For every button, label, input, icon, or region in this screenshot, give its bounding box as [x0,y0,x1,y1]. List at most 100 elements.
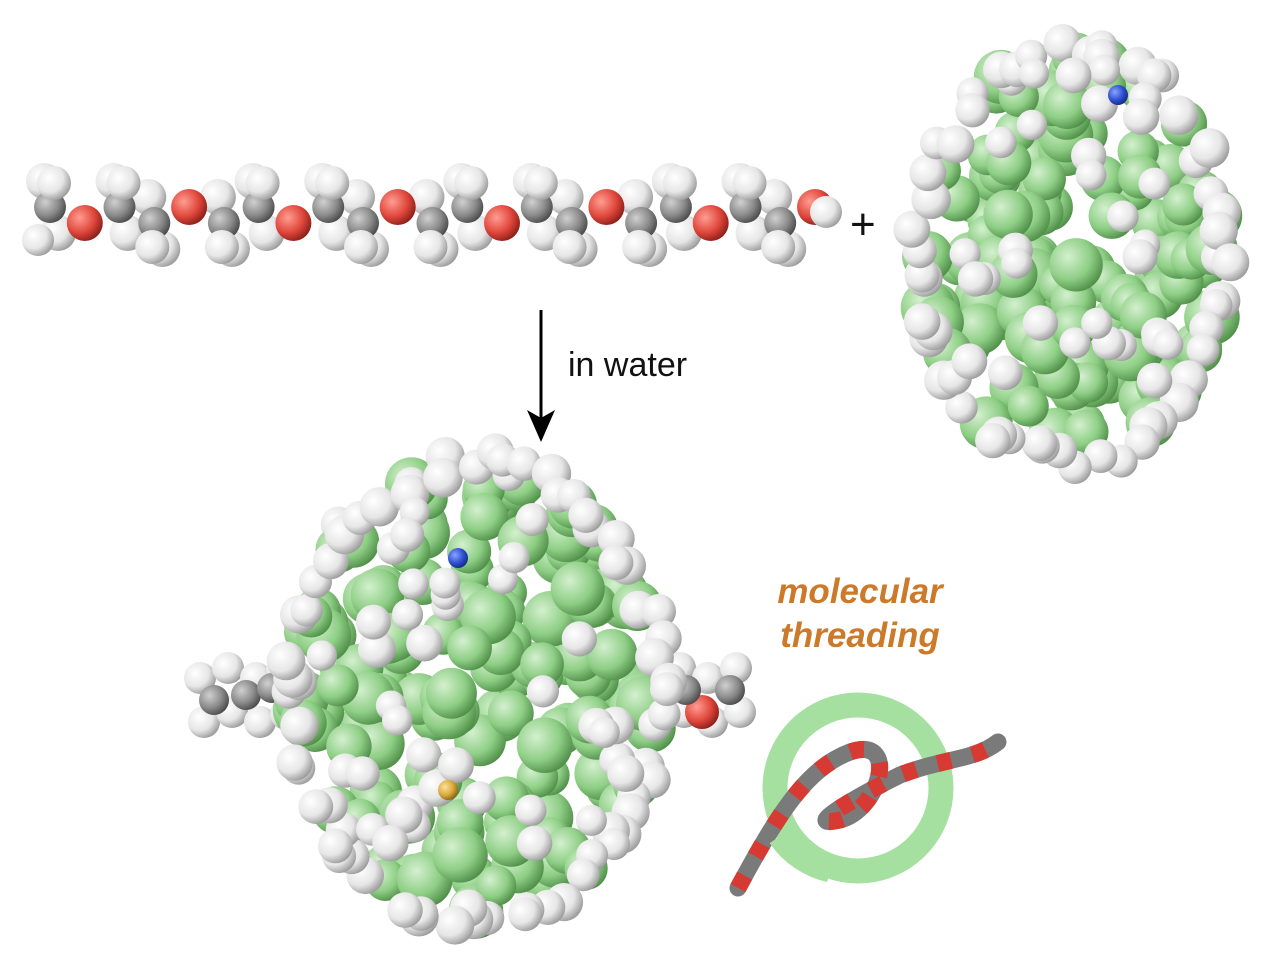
carbon-atom [625,207,658,239]
hydrogen-atom [382,705,413,736]
oxygen-atom [588,189,625,225]
hydrogen-atom [810,196,842,228]
hydrogen-atom [245,166,280,200]
hydrogen-atom [276,744,313,781]
hydrogen-atom [408,179,445,215]
hydrogen-atom [204,230,239,264]
hydrogen-atom [1122,98,1160,135]
ring-front-arc [769,828,834,883]
carbon-atom [416,207,449,239]
hydrogen-atom [454,166,489,200]
carbon-atom [764,207,797,239]
oxygen-atom [171,189,208,225]
hydrogen-atom [732,166,767,200]
plus-sign: + [850,200,876,249]
carbon-atom [983,189,1033,240]
oxygen-atom [685,695,719,729]
hydrogen-atom [622,230,657,264]
hydrogen-atom [945,390,978,424]
hydrogen-atom [1022,305,1059,341]
hydrogen-atom [244,706,276,738]
carbon-atom [555,207,588,239]
carbon-atom [199,685,229,715]
hydrogen-atom [1059,327,1091,359]
hydrogen-atom [1083,439,1118,473]
carbon-atom [432,827,488,883]
hydrogen-atom [607,755,645,792]
carbon-atom [715,675,745,705]
hydrogen-atom [406,624,443,662]
carbon-atom [475,865,517,906]
hydrogen-atom [957,261,994,297]
hydrogen-atom [1138,167,1171,200]
hydrogen-atom [372,824,409,862]
hydrogen-atom [909,154,947,192]
threaded-chain-icon [729,733,1007,897]
carbon-atom [516,717,573,773]
hydrogen-atom [987,355,1023,391]
carbon-atom [138,207,171,239]
hydrogen-atom [355,604,391,640]
carbon-atom [1022,157,1066,201]
hydrogen-atom [568,497,604,533]
carbon-atom [460,493,509,541]
hydrogen-atom [391,599,424,631]
carbon-atom [347,207,379,239]
hydrogen-atom [1043,24,1082,62]
concept-title: molecular threading [760,570,960,658]
hydrogen-atom [552,230,587,264]
hydrogen-atom [575,804,607,836]
oxygen-atom [275,205,312,241]
hydrogen-atom [435,905,475,945]
hydrogen-atom [1075,159,1107,191]
oxygen-atom [379,189,416,225]
hydrogen-atom [199,179,236,215]
carbon-atom [207,207,240,239]
sulfur-atom [438,780,458,800]
hydrogen-atom [266,641,306,681]
hydrogen-atom [423,458,463,498]
hydrogen-atom [135,230,170,264]
hydrogen-atom [1152,328,1184,360]
carbon-atom [231,680,261,710]
hydrogen-atom [37,166,71,200]
hydrogen-atom [212,652,244,684]
hydrogen-atom [1089,54,1120,86]
guest-chain-molecule [22,163,842,267]
hydrogen-atom [975,422,1011,459]
nitrogen-atom [1108,85,1128,105]
hydrogen-atom [345,756,380,791]
hydrogen-atom [508,897,543,932]
hydrogen-atom [514,794,547,827]
carbon-atom [425,667,477,719]
hydrogen-atom [985,126,1017,159]
hydrogen-atom [438,747,474,783]
hydrogen-atom [761,230,796,264]
hydrogen-atom [106,166,141,200]
carbon-atom [586,628,638,681]
hydrogen-atom [358,630,396,668]
hydrogen-atom [617,179,654,215]
carbon-atom [520,642,564,687]
oxygen-atom [66,205,103,241]
hydrogen-atom [1136,362,1173,399]
hydrogen-atom [641,594,676,629]
hydrogen-atom [344,230,378,264]
oxygen-atom [692,205,729,241]
hydrogen-atom [1081,307,1113,339]
hydrogen-atom [566,858,600,892]
hydrogen-atom [290,594,323,627]
hydrogen-atom [523,166,558,200]
hydrogen-atom [413,230,448,264]
concept-title-line-1: molecular [777,572,943,611]
hydrogen-atom [398,568,429,599]
hydrogen-atom [650,672,684,706]
hydrogen-atom [390,517,425,552]
macrocycle-ring-icon [762,692,954,884]
hydrogen-atom [298,789,334,824]
carbon-atom [550,561,605,616]
nitrogen-atom [448,548,468,568]
hydrogen-atom [588,716,620,749]
hydrogen-atom [951,343,988,380]
oxygen-atom [484,205,520,241]
